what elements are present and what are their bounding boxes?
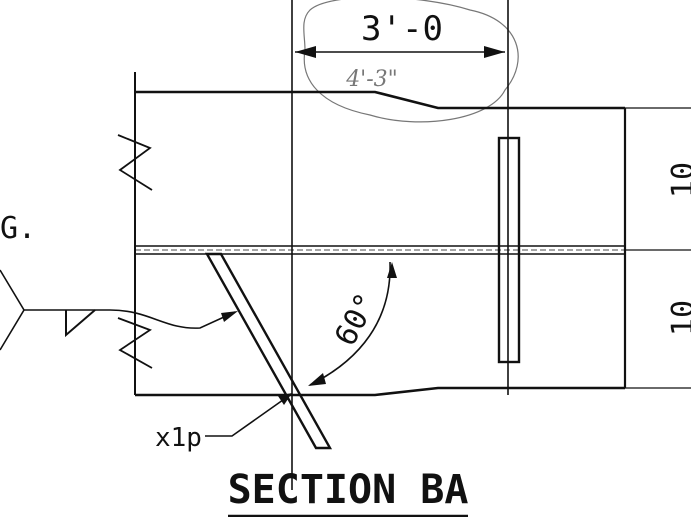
dimension-text: 3'-0 <box>361 9 443 49</box>
thickness-bottom: 10 <box>666 300 691 336</box>
stiffener-plate <box>497 136 521 364</box>
inclined-plate <box>204 252 333 450</box>
weld-symbol <box>0 269 238 351</box>
part-callout-leader <box>205 394 291 437</box>
section-title: SECTION BA <box>228 467 469 513</box>
angle-arc <box>309 261 391 386</box>
part-callout: x1p <box>155 423 202 453</box>
dimension-line <box>291 0 509 490</box>
weld-label: G. <box>0 211 36 246</box>
angle-label: 60° <box>328 287 384 351</box>
thickness-top: 10 <box>666 162 691 198</box>
break-line-top <box>117 134 153 191</box>
break-line-bottom <box>117 317 153 369</box>
handwritten-dimension: 4'-3" <box>345 67 398 92</box>
beam-outline <box>134 72 627 397</box>
